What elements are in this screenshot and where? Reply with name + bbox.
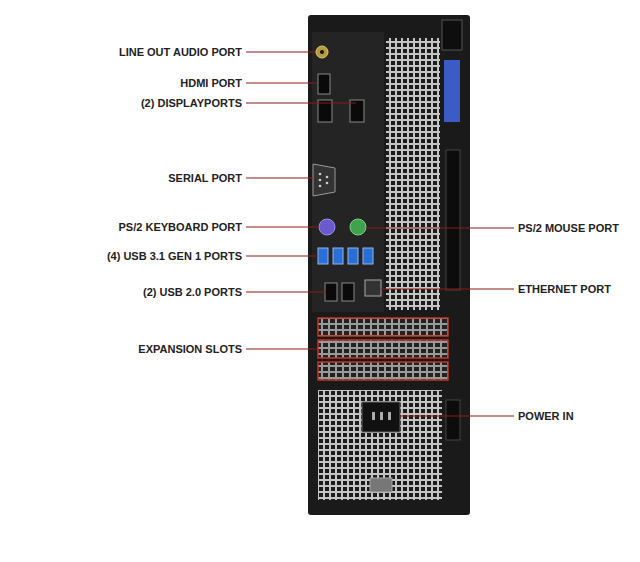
- ps2-keyboard: [319, 219, 335, 235]
- ps2-mouse: [350, 219, 366, 235]
- side-rail: [446, 150, 460, 290]
- callout-label: POWER IN: [518, 410, 574, 423]
- latch: [442, 20, 462, 50]
- serial-port: [313, 164, 335, 196]
- callout-label: HDMI PORT: [180, 77, 242, 90]
- psu: [318, 390, 442, 500]
- callout-label: (2) USB 2.0 PORTS: [143, 286, 242, 299]
- callout-label: EXPANSION SLOTS: [138, 343, 242, 356]
- callout-label: (2) DISPLAYPORTS: [141, 97, 242, 110]
- usb2-port: [325, 283, 337, 301]
- power-socket: [362, 402, 400, 432]
- io-panel: [312, 32, 384, 312]
- callout-label: LINE OUT AUDIO PORT: [119, 46, 242, 59]
- leader-lines: [246, 52, 514, 416]
- usb3-port: [318, 248, 328, 264]
- audio-port: [316, 46, 328, 58]
- callout-label: (4) USB 3.1 GEN 1 PORTS: [107, 250, 242, 263]
- callout-label: SERIAL PORT: [168, 172, 242, 185]
- hdmi-port: [318, 74, 330, 94]
- chassis: [308, 15, 470, 515]
- expansion-slot: [318, 318, 448, 336]
- callout-label: PS/2 MOUSE PORT: [518, 222, 619, 235]
- callout-label: PS/2 KEYBOARD PORT: [119, 221, 242, 234]
- callout-label: ETHERNET PORT: [518, 283, 611, 296]
- ethernet-port: [365, 280, 381, 296]
- blue-clip: [444, 60, 460, 122]
- vent-grille: [386, 38, 440, 310]
